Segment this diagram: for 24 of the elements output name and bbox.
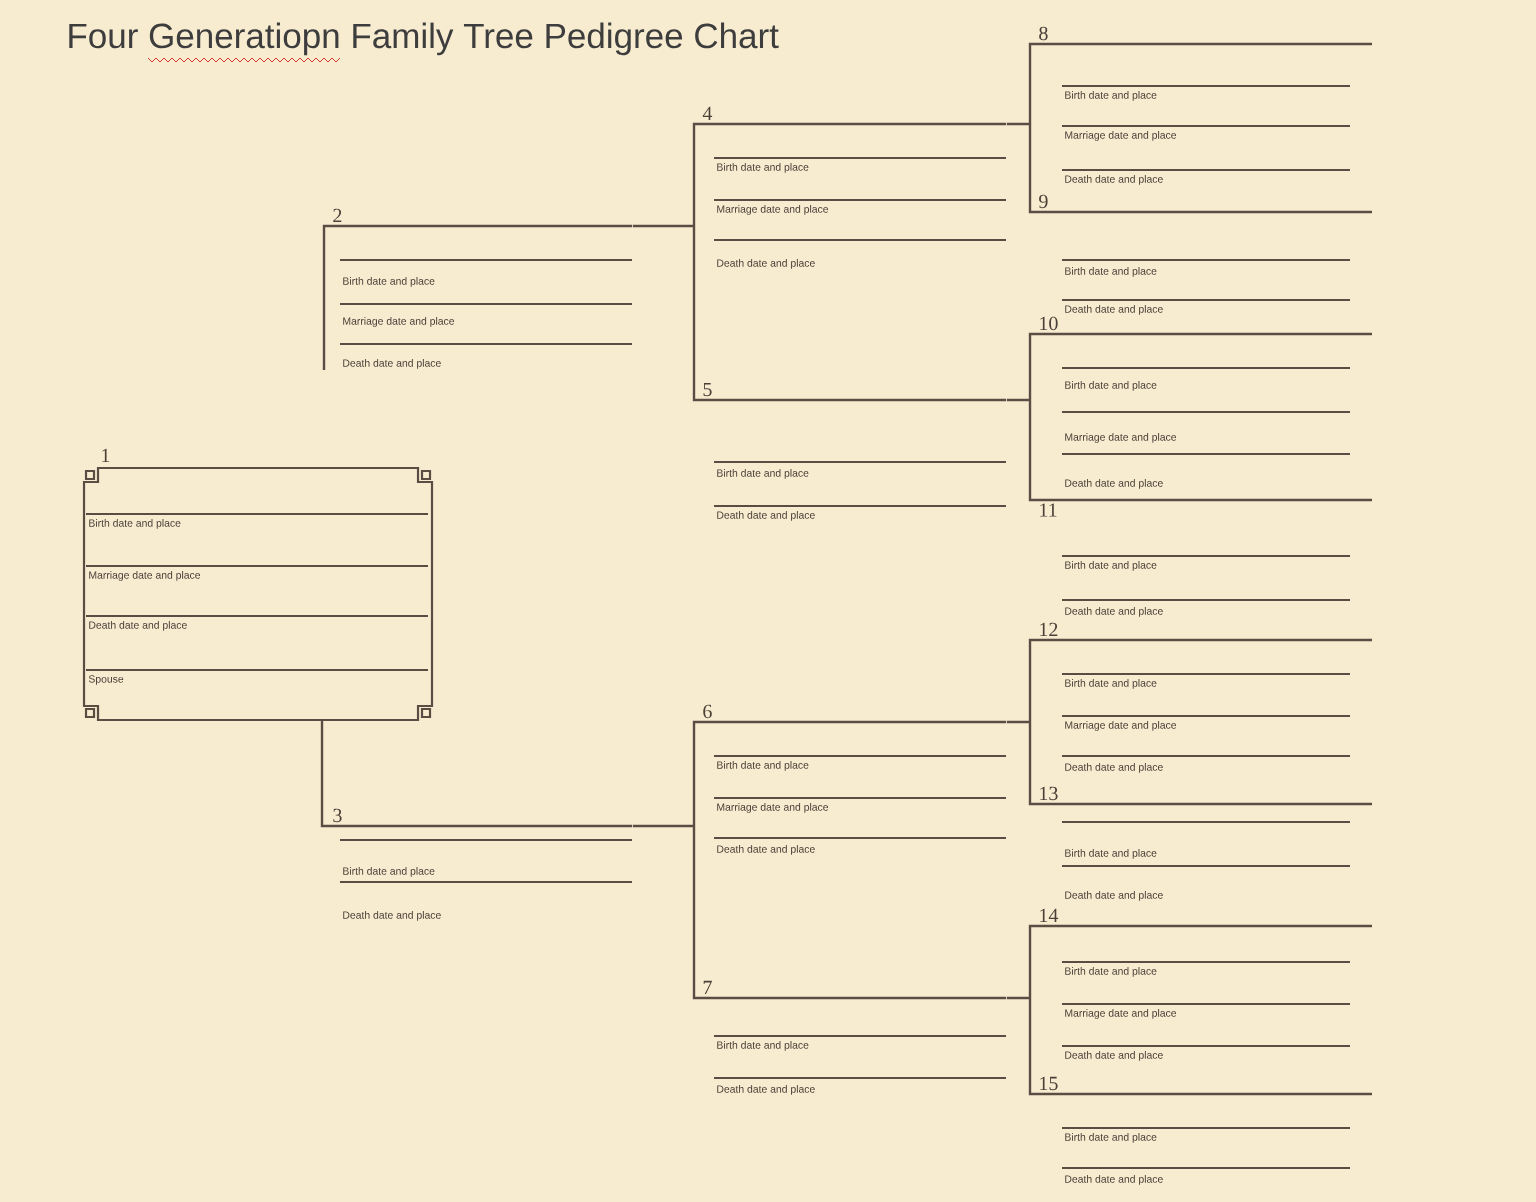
person-number: 14: [1040, 908, 1059, 922]
connector-line: [320, 720, 328, 828]
connector-line: [1005, 924, 1036, 1096]
person-number: 11: [1040, 503, 1057, 517]
connector-line: [631, 720, 700, 1000]
person-number: 2: [333, 208, 342, 222]
person-number: 12: [1040, 622, 1058, 636]
connector-line: [631, 122, 700, 402]
connector-line: [1005, 332, 1036, 502]
person-number: 7: [703, 980, 712, 994]
person-number: 13: [1040, 786, 1058, 801]
person-number: 15: [1040, 1076, 1058, 1091]
person-number: 5: [703, 382, 712, 397]
connector-line: [1005, 638, 1036, 806]
connector-line: [1005, 42, 1036, 214]
person-number: 1: [102, 448, 110, 462]
person-number: 10: [1040, 316, 1058, 331]
person-number: 3: [333, 808, 342, 823]
title: Four Generatiopn Family Tree Pedigree Chart: [69, 22, 779, 56]
connector-line: [322, 224, 328, 370]
person-number: 8: [1039, 26, 1048, 41]
person-number: 6: [703, 704, 712, 719]
person-number: 9: [1039, 194, 1048, 209]
person-number: 4: [702, 106, 713, 120]
